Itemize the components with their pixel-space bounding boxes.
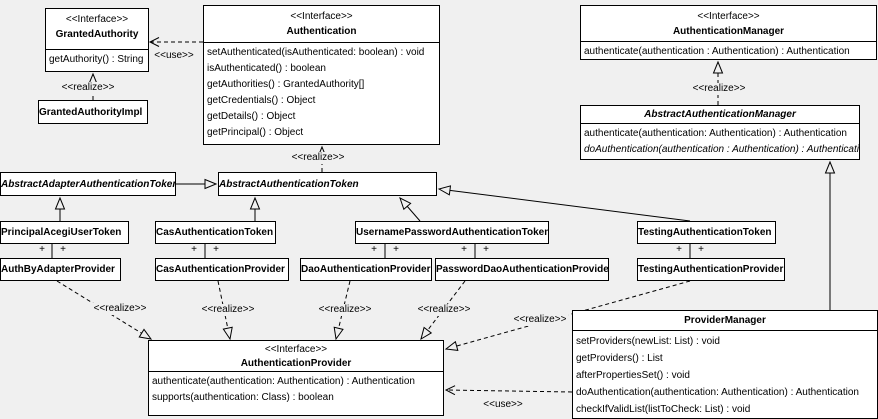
realize-label: <<realize>> bbox=[316, 304, 374, 316]
class-dao-authentication-provider: DaoAuthenticationProvider bbox=[300, 258, 432, 281]
use-label: <<use>> bbox=[152, 50, 196, 62]
assoc-plus-marker: + bbox=[60, 244, 66, 255]
method: supports(authentication: Class) : boolea… bbox=[152, 392, 334, 403]
method: doAuthentication(authentication: Authent… bbox=[576, 387, 859, 398]
method: checkIfValidList(listToCheck: List) : vo… bbox=[576, 404, 751, 415]
realize-label: <<realize>> bbox=[415, 304, 473, 316]
class-authentication-manager: <<Interface>> AuthenticationManager auth… bbox=[580, 5, 877, 60]
assoc-plus-marker: + bbox=[39, 244, 45, 255]
class-name: UsernamePasswordAuthenticationToken bbox=[356, 227, 549, 238]
assoc-plus-marker: + bbox=[213, 244, 219, 255]
class-provider-manager: ProviderManager setProviders(newList: Li… bbox=[572, 310, 878, 419]
class-principal-acegi-user-token: PrincipalAcegiUserToken bbox=[0, 221, 129, 244]
realize-label: <<realize>> bbox=[289, 152, 347, 164]
edge-realize-authbyadapterprovider bbox=[56, 280, 153, 340]
class-name: TestingAuthenticationProvider bbox=[638, 264, 784, 275]
class-name: GrantedAuthority bbox=[55, 29, 139, 40]
realize-label: <<realize>> bbox=[690, 83, 748, 95]
method: getPrincipal() : Object bbox=[207, 127, 304, 138]
class-abstract-authentication-token: AbstractAuthenticationToken bbox=[218, 172, 437, 196]
method: getCredentials() : Object bbox=[207, 95, 316, 106]
stereotype-interface: <<Interface>> bbox=[697, 11, 760, 22]
realize-label: <<realize>> bbox=[511, 314, 569, 326]
method: setProviders(newList: List) : void bbox=[576, 336, 720, 347]
method: getAuthority() : String bbox=[49, 54, 144, 65]
stereotype-interface: <<Interface>> bbox=[264, 344, 328, 355]
class-name: ProviderManager bbox=[684, 315, 766, 326]
method: getProviders() : List bbox=[576, 353, 663, 364]
class-name: TestingAuthenticationToken bbox=[638, 227, 772, 238]
realize-label: <<realize>> bbox=[59, 82, 117, 94]
class-abstract-adapter-authentication-token: AbstractAdapterAuthenticationToken bbox=[0, 172, 176, 196]
assoc-plus-marker: + bbox=[461, 244, 467, 255]
class-name: AbstractAuthenticationManager bbox=[644, 109, 796, 120]
assoc-plus-marker: + bbox=[191, 244, 197, 255]
class-testing-authentication-provider: TestingAuthenticationProvider bbox=[637, 258, 785, 281]
class-username-password-authentication-token: UsernamePasswordAuthenticationToken bbox=[355, 221, 549, 244]
edge-use-providermanager-authenticationprovider bbox=[444, 385, 573, 396]
class-name: DaoAuthenticationProvider bbox=[301, 264, 431, 275]
method: authenticate(authentication: Authenticat… bbox=[152, 376, 415, 387]
class-cas-authentication-provider: CasAuthenticationProvider bbox=[155, 258, 289, 281]
class-name: AuthenticationManager bbox=[672, 26, 785, 37]
class-password-dao-authentication-provider: PasswordDaoAuthenticationProvider bbox=[435, 258, 609, 281]
class-name: CasAuthenticationToken bbox=[156, 227, 274, 238]
class-cas-authentication-token: CasAuthenticationToken bbox=[155, 221, 276, 244]
class-name: CasAuthenticationProvider bbox=[156, 264, 285, 275]
use-label: <<use>> bbox=[481, 399, 525, 411]
method: setAuthenticated(isAuthenticated: boolea… bbox=[207, 47, 425, 58]
class-authentication: <<Interface>> Authentication setAuthenti… bbox=[203, 5, 440, 145]
edge-generalize-testingtoken-abstracttoken bbox=[437, 185, 691, 222]
method: authenticate(authentication: Authenticat… bbox=[584, 128, 847, 139]
class-name: PasswordDaoAuthenticationProvider bbox=[436, 264, 609, 275]
class-name: Authentication bbox=[286, 26, 357, 37]
class-name: AbstractAdapterAuthenticationToken bbox=[1, 178, 176, 190]
class-granted-authority: <<Interface>> GrantedAuthority getAuthor… bbox=[45, 8, 149, 72]
assoc-plus-marker: + bbox=[698, 244, 704, 255]
method-abstract: doAuthentication(authentication : Authen… bbox=[584, 144, 859, 155]
assoc-plus-marker: + bbox=[483, 244, 489, 255]
stereotype-interface: <<Interface>> bbox=[290, 11, 353, 22]
method: authenticate(authentication : Authentica… bbox=[584, 46, 850, 57]
class-testing-authentication-token: TestingAuthenticationToken bbox=[637, 221, 776, 244]
realize-label: <<realize>> bbox=[91, 303, 149, 315]
class-granted-authority-impl: GrantedAuthorityImpl bbox=[38, 100, 148, 124]
stereotype-interface: <<Interface>> bbox=[65, 14, 129, 25]
class-name: AbstractAuthenticationToken bbox=[219, 178, 359, 190]
class-name: PrincipalAcegiUserToken bbox=[1, 227, 122, 238]
class-abstract-authentication-manager: AbstractAuthenticationManager authentica… bbox=[580, 105, 860, 160]
class-name: AuthByAdapterProvider bbox=[1, 264, 115, 275]
class-name: AuthenticationProvider bbox=[240, 358, 352, 369]
assoc-plus-marker: + bbox=[676, 244, 682, 255]
assoc-plus-marker: + bbox=[371, 244, 377, 255]
method: afterPropertiesSet() : void bbox=[576, 370, 690, 381]
method: isAuthenticated() : boolean bbox=[207, 63, 326, 74]
class-auth-by-adapter-provider: AuthByAdapterProvider bbox=[0, 258, 121, 281]
edge-generalize-usernametoken-abstracttoken bbox=[399, 197, 421, 222]
method: getDetails() : Object bbox=[207, 111, 296, 122]
assoc-plus-marker: + bbox=[393, 244, 399, 255]
method: getAuthorities() : GrantedAuthority[] bbox=[207, 79, 365, 90]
realize-label: <<realize>> bbox=[199, 304, 257, 316]
class-authentication-provider: <<Interface>> AuthenticationProvider aut… bbox=[148, 340, 444, 416]
class-name: GrantedAuthorityImpl bbox=[39, 106, 143, 118]
